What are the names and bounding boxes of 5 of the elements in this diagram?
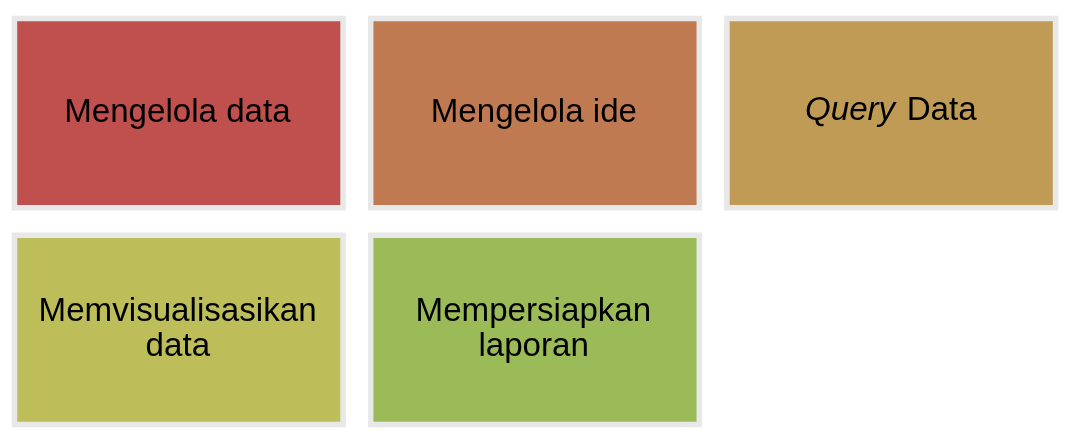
node-box: Mengelola data (11, 15, 346, 211)
node-box: Memvisualisasikan data (11, 232, 346, 428)
node-box: Mengelola ide (367, 15, 703, 211)
node-box: Query Data (724, 15, 1059, 211)
node-box: Mempersiapkan laporan (367, 232, 703, 428)
